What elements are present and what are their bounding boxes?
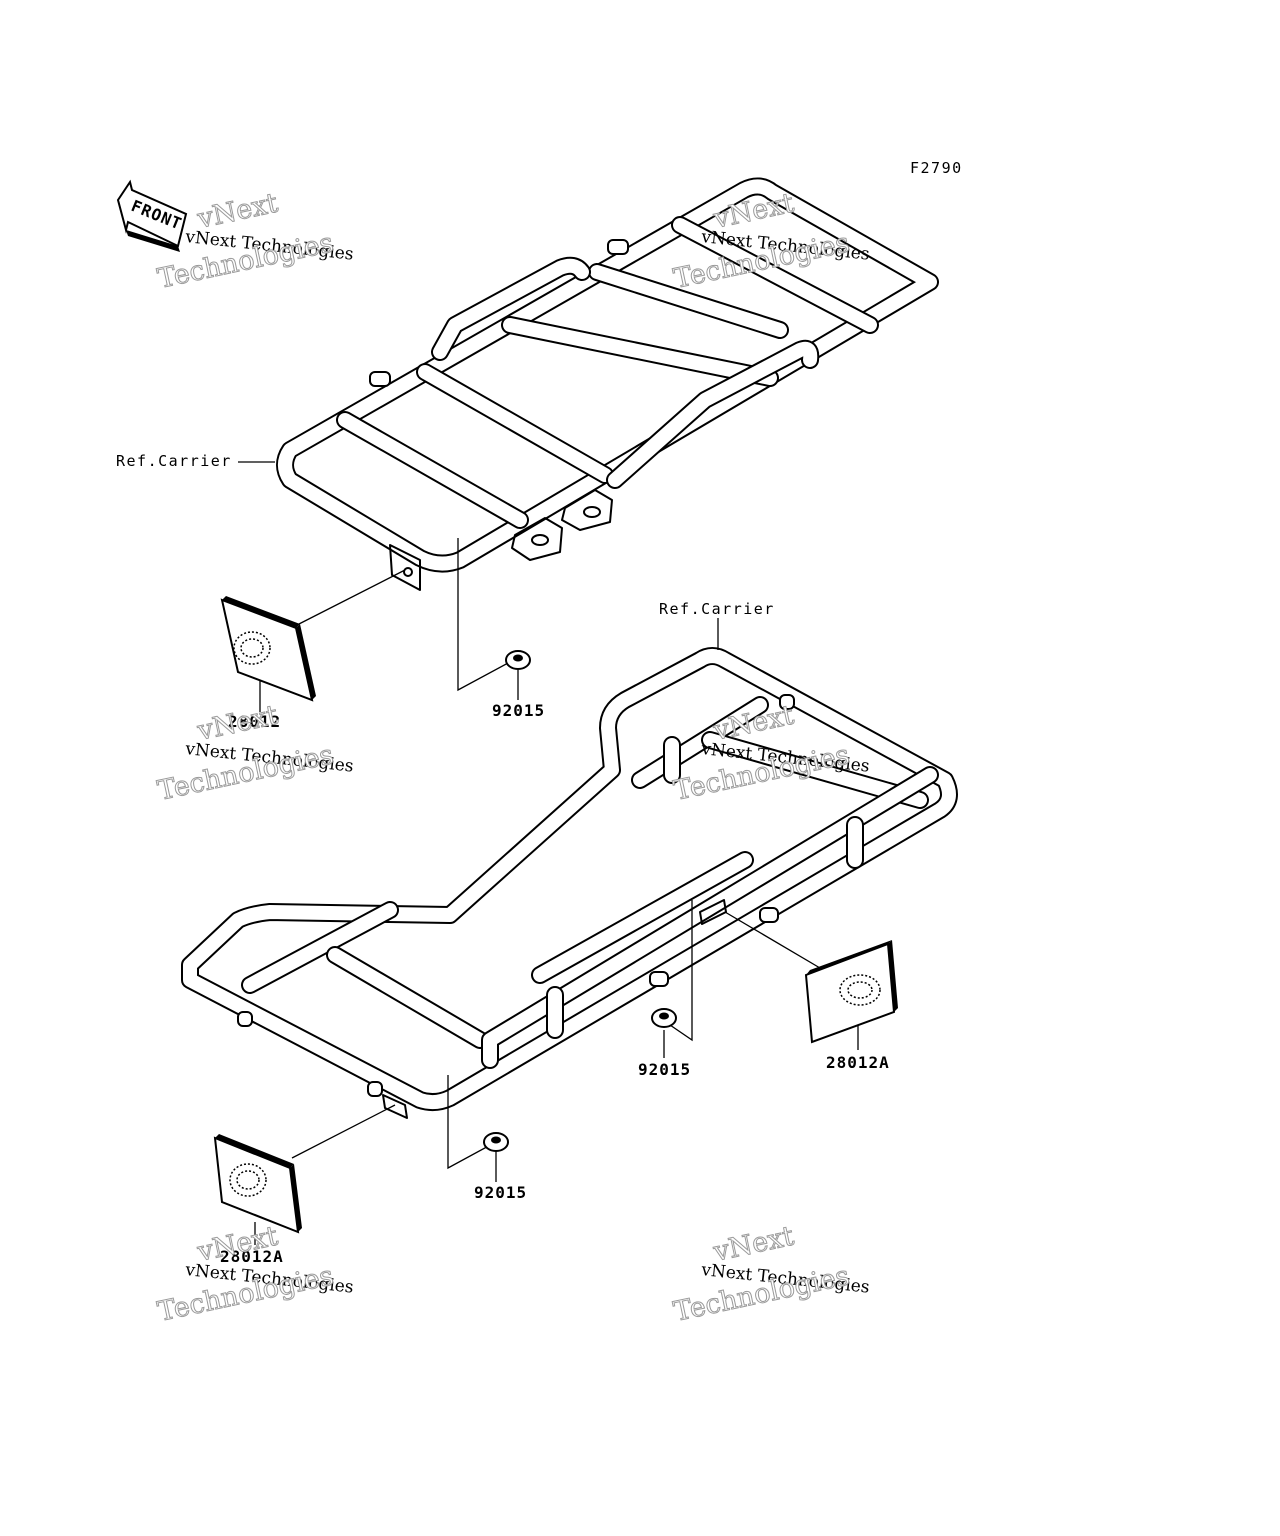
watermark-1: vNext vNext Technologies Technologies — [155, 187, 355, 295]
ref-carrier-top-label: Ref.Carrier — [116, 452, 232, 470]
watermark-2: vNext vNext Technologies Technologies — [671, 187, 871, 295]
watermark-1-line1: vNext — [194, 188, 281, 235]
reflector-28012A-right-icon — [804, 940, 898, 1044]
top-carrier-drawing — [220, 177, 939, 712]
watermark-6: vNext vNext Technologies Technologies — [671, 1220, 871, 1328]
reflector-28012A-bottom-icon — [213, 1134, 302, 1234]
watermark-5: vNext vNext Technologies Technologies — [155, 1220, 355, 1328]
watermark-4-line1: vNext — [710, 700, 797, 747]
ref-carrier-bottom-label: Ref.Carrier — [659, 600, 775, 618]
watermark-6-line1: vNext — [710, 1221, 797, 1268]
part-28012A-bottom-label: 28012A — [220, 1247, 284, 1266]
part-28012-label: 28012 — [228, 712, 281, 731]
nut-92015-top-icon — [505, 650, 531, 670]
nut-92015-mid-icon — [651, 1008, 677, 1028]
watermark-3: vNext vNext Technologies Technologies — [155, 699, 355, 807]
part-92015-top-label: 92015 — [492, 701, 545, 720]
bottom-carrier-drawing — [181, 618, 958, 1245]
figure-code: F2790 — [910, 159, 963, 177]
nut-92015-bottom-icon — [483, 1132, 509, 1152]
part-28012A-right-label: 28012A — [826, 1053, 890, 1072]
front-arrow-icon: FRONT — [116, 179, 188, 252]
reflector-28012-icon — [220, 596, 316, 702]
watermark-3-line1: vNext — [194, 700, 281, 747]
part-92015-mid-label: 92015 — [638, 1060, 691, 1079]
part-92015-bottom-label: 92015 — [474, 1183, 527, 1202]
